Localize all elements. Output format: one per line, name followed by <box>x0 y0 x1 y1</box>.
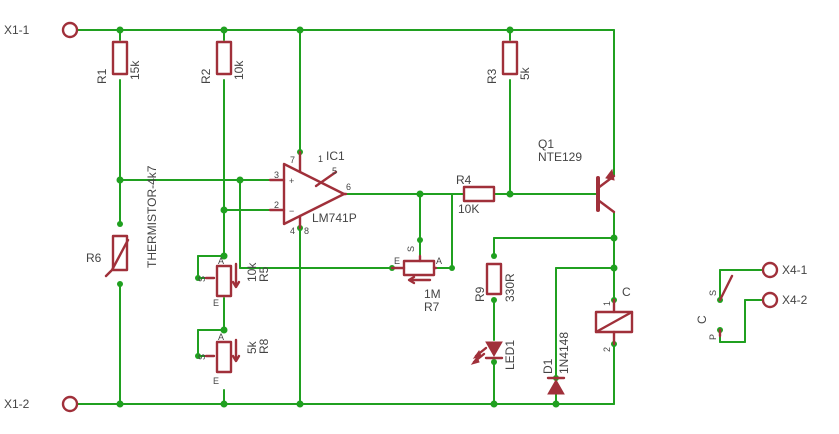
relay-coil-label: C <box>622 285 631 299</box>
q1-name: Q1 <box>538 137 554 151</box>
svg-text:−: − <box>289 206 294 216</box>
resistor-r9[interactable]: R9 330R <box>473 262 517 302</box>
svg-text:S: S <box>197 276 207 282</box>
svg-text:E: E <box>213 298 219 308</box>
connector-x4-2[interactable]: X4-2 <box>761 291 808 309</box>
r8-value: 5k <box>245 340 259 354</box>
svg-text:S: S <box>406 246 416 252</box>
connector-x4-2-label: X4-2 <box>782 293 808 307</box>
opamp-ic1[interactable]: + − 3 2 7 4 8 1 5 6 IC1 LM741P <box>268 149 357 236</box>
r5-value: 10k <box>245 262 259 282</box>
ic1-name: IC1 <box>326 149 345 163</box>
svg-text:8: 8 <box>304 226 309 236</box>
ic1-value: LM741P <box>312 211 357 225</box>
relay-contact-label: C <box>695 315 709 324</box>
r4-name: R4 <box>456 173 472 187</box>
r6-value: THERMISTOR-4k7 <box>145 165 159 268</box>
svg-text:+: + <box>289 176 294 186</box>
r6-name: R6 <box>86 251 102 265</box>
resistor-r2[interactable]: R2 10k <box>199 40 246 84</box>
thermistor-r6[interactable]: R6 THERMISTOR-4k7 <box>86 165 159 278</box>
svg-text:P: P <box>708 334 718 340</box>
r9-name: R9 <box>473 286 487 302</box>
r8-name: R8 <box>257 338 271 354</box>
svg-text:S: S <box>708 290 718 296</box>
r9-value: 330R <box>503 273 517 302</box>
led1-name: LED1 <box>503 340 517 370</box>
resistor-r1[interactable]: R1 15k <box>95 40 142 84</box>
r2-name: R2 <box>199 68 213 84</box>
connector-x1-2[interactable]: X1-2 <box>4 395 79 413</box>
svg-text:2: 2 <box>602 347 612 352</box>
svg-text:1: 1 <box>318 154 323 164</box>
connector-x4-1-label: X4-1 <box>782 263 808 277</box>
transistor-q1[interactable]: Q1 NTE129 <box>538 137 616 214</box>
svg-text:2: 2 <box>274 200 279 210</box>
r3-value: 5k <box>518 66 532 80</box>
led-led1[interactable]: LED1 <box>470 340 517 370</box>
r3-name: R3 <box>485 68 499 84</box>
connector-x1-2-label: X1-2 <box>4 397 30 411</box>
svg-text:7: 7 <box>290 155 295 165</box>
resistor-r4[interactable]: R4 10K <box>456 173 496 216</box>
r7-value: 1M <box>424 287 441 301</box>
relay-contact[interactable]: S P C <box>695 274 734 340</box>
svg-text:1: 1 <box>602 301 612 306</box>
r1-value: 15k <box>128 60 142 80</box>
q1-value: NTE129 <box>538 150 582 164</box>
svg-text:S: S <box>197 354 207 360</box>
svg-text:6: 6 <box>346 182 351 192</box>
r2-value: 10k <box>232 60 246 80</box>
d1-name: D1 <box>541 358 555 374</box>
wires <box>69 29 771 405</box>
trimmer-r8[interactable]: A E S 5k R8 <box>197 332 271 386</box>
svg-text:A: A <box>218 332 224 342</box>
r1-name: R1 <box>95 68 109 84</box>
trimmer-r5[interactable]: A E S 10k R5 <box>197 256 271 308</box>
relay-coil[interactable]: 1 2 C <box>594 285 634 352</box>
r5-name: R5 <box>257 266 271 282</box>
svg-text:A: A <box>218 256 224 266</box>
resistor-r3[interactable]: R3 5k <box>485 40 532 84</box>
svg-text:3: 3 <box>274 170 279 180</box>
diode-d1[interactable]: D1 1N4148 <box>541 332 571 395</box>
svg-text:A: A <box>436 256 442 266</box>
junctions <box>116 26 723 408</box>
connector-x1-1[interactable]: X1-1 <box>4 21 79 39</box>
svg-text:E: E <box>213 376 219 386</box>
connector-x4-1[interactable]: X4-1 <box>761 261 808 279</box>
potentiometer-r7[interactable]: E A S 1M R7 <box>390 246 442 314</box>
connector-x1-1-label: X1-1 <box>4 23 30 37</box>
r7-name: R7 <box>424 300 440 314</box>
svg-text:4: 4 <box>290 226 295 236</box>
d1-value: 1N4148 <box>557 332 571 374</box>
r4-value: 10K <box>458 202 479 216</box>
svg-text:E: E <box>394 256 400 266</box>
svg-text:5: 5 <box>332 166 337 176</box>
